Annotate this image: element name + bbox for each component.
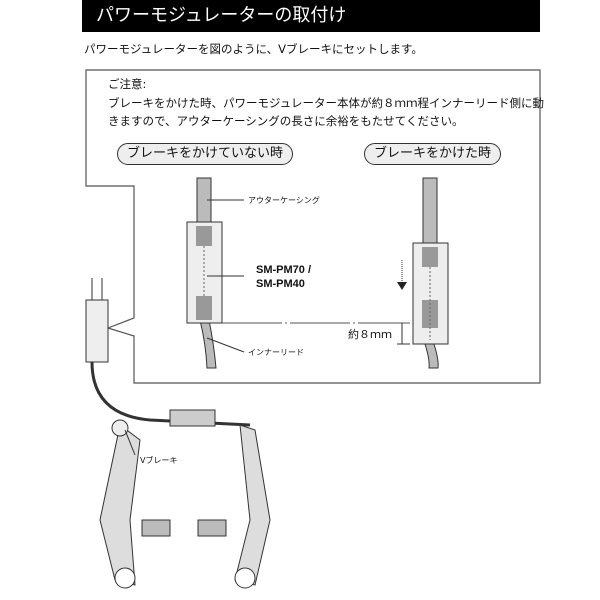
label-brake-applied: ブレーキをかけた時 bbox=[364, 143, 502, 165]
v-brake-illustration bbox=[85, 278, 271, 589]
intro-text: パワーモジュレーターを図のように、Vブレーキにセットします。 bbox=[84, 42, 423, 56]
label-distance: 約８ｍｍ bbox=[348, 328, 392, 341]
label-model-2: SM-PM40 bbox=[256, 278, 305, 290]
modulator-applied bbox=[397, 177, 449, 369]
label-v-brake: Vブレーキ bbox=[140, 456, 178, 465]
label-outer-casing: アウターケーシング bbox=[248, 196, 320, 205]
label-inner-lead: インナーリード bbox=[248, 348, 304, 357]
notice-line-2: きますので、アウターケーシングの長さに余裕をもたせてください。 bbox=[108, 114, 464, 128]
notice-line-1: ブレーキをかけた時、パワーモジュレーター本体が約８ｍｍ程インナーリード側に動 bbox=[108, 96, 544, 110]
notice-title: ご注意: bbox=[108, 77, 147, 91]
label-model-1: SM-PM70 / bbox=[256, 264, 312, 276]
label-brake-released: ブレーキをかけていない時 bbox=[117, 143, 294, 165]
page-title: パワーモジュレーターの取付け bbox=[82, 0, 540, 32]
